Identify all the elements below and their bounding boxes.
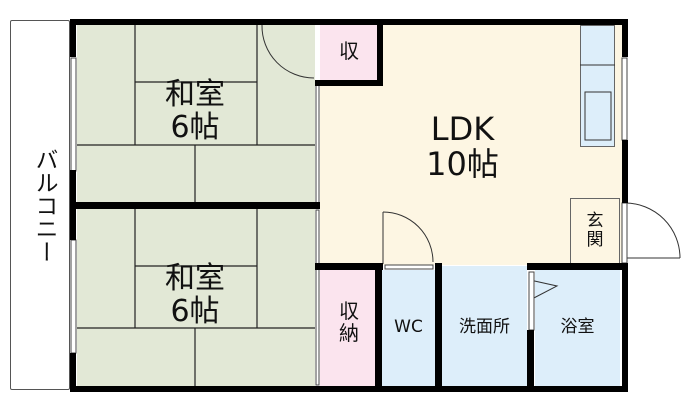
- genkan-label: 玄関: [572, 212, 618, 249]
- wall-right-mid: [622, 140, 628, 203]
- washitsu-lower: [77, 209, 315, 386]
- wall-closet-right: [377, 19, 383, 86]
- wall-lower-row-top: [315, 263, 383, 270]
- washroom: [442, 266, 527, 386]
- tatami-lines: [77, 25, 315, 386]
- wall-closet-wc: [375, 263, 382, 392]
- washroom-label: 洗面所: [459, 317, 510, 337]
- wc-label: WC: [394, 317, 423, 337]
- label-line: 納: [339, 321, 359, 345]
- wall-closet-bottom: [315, 80, 383, 86]
- door-arcs: [261, 24, 681, 301]
- room-size: 6帖: [170, 110, 220, 145]
- label-line: 関: [586, 229, 604, 250]
- wall-right-low: [622, 263, 628, 392]
- balcony: [10, 20, 70, 390]
- wall-washitsu-divider: [70, 202, 320, 209]
- balcony-label: バルコニー: [31, 148, 57, 263]
- wall-top: [70, 19, 628, 25]
- closet-upper-fill: [320, 25, 378, 80]
- wall-bottom: [70, 386, 628, 392]
- label-line: 玄: [586, 211, 604, 231]
- bathroom-label: 浴室: [560, 317, 595, 337]
- bathroom: [535, 270, 620, 386]
- room-name: 和室: [165, 261, 225, 296]
- wall-wc-washroom: [435, 263, 442, 392]
- wall-left-low: [70, 353, 76, 392]
- wc: [382, 270, 435, 386]
- closet-upper-label: 収: [339, 39, 359, 63]
- wall-left: [70, 19, 76, 57]
- wall-right: [622, 19, 628, 57]
- room-size: 6帖: [170, 294, 220, 329]
- room-name: 和室: [165, 77, 225, 112]
- label-line: 収: [339, 299, 359, 323]
- washitsu-upper: [77, 25, 315, 203]
- closet-lower-label: 収納: [322, 300, 376, 344]
- wall-lower-row-top-right: [527, 263, 628, 270]
- wall-washroom-bath: [527, 330, 534, 392]
- room-size: 10帖: [426, 145, 499, 184]
- closet-lower: [320, 270, 375, 386]
- kitchen-counter: [580, 25, 615, 147]
- room-name: LDK: [430, 110, 495, 148]
